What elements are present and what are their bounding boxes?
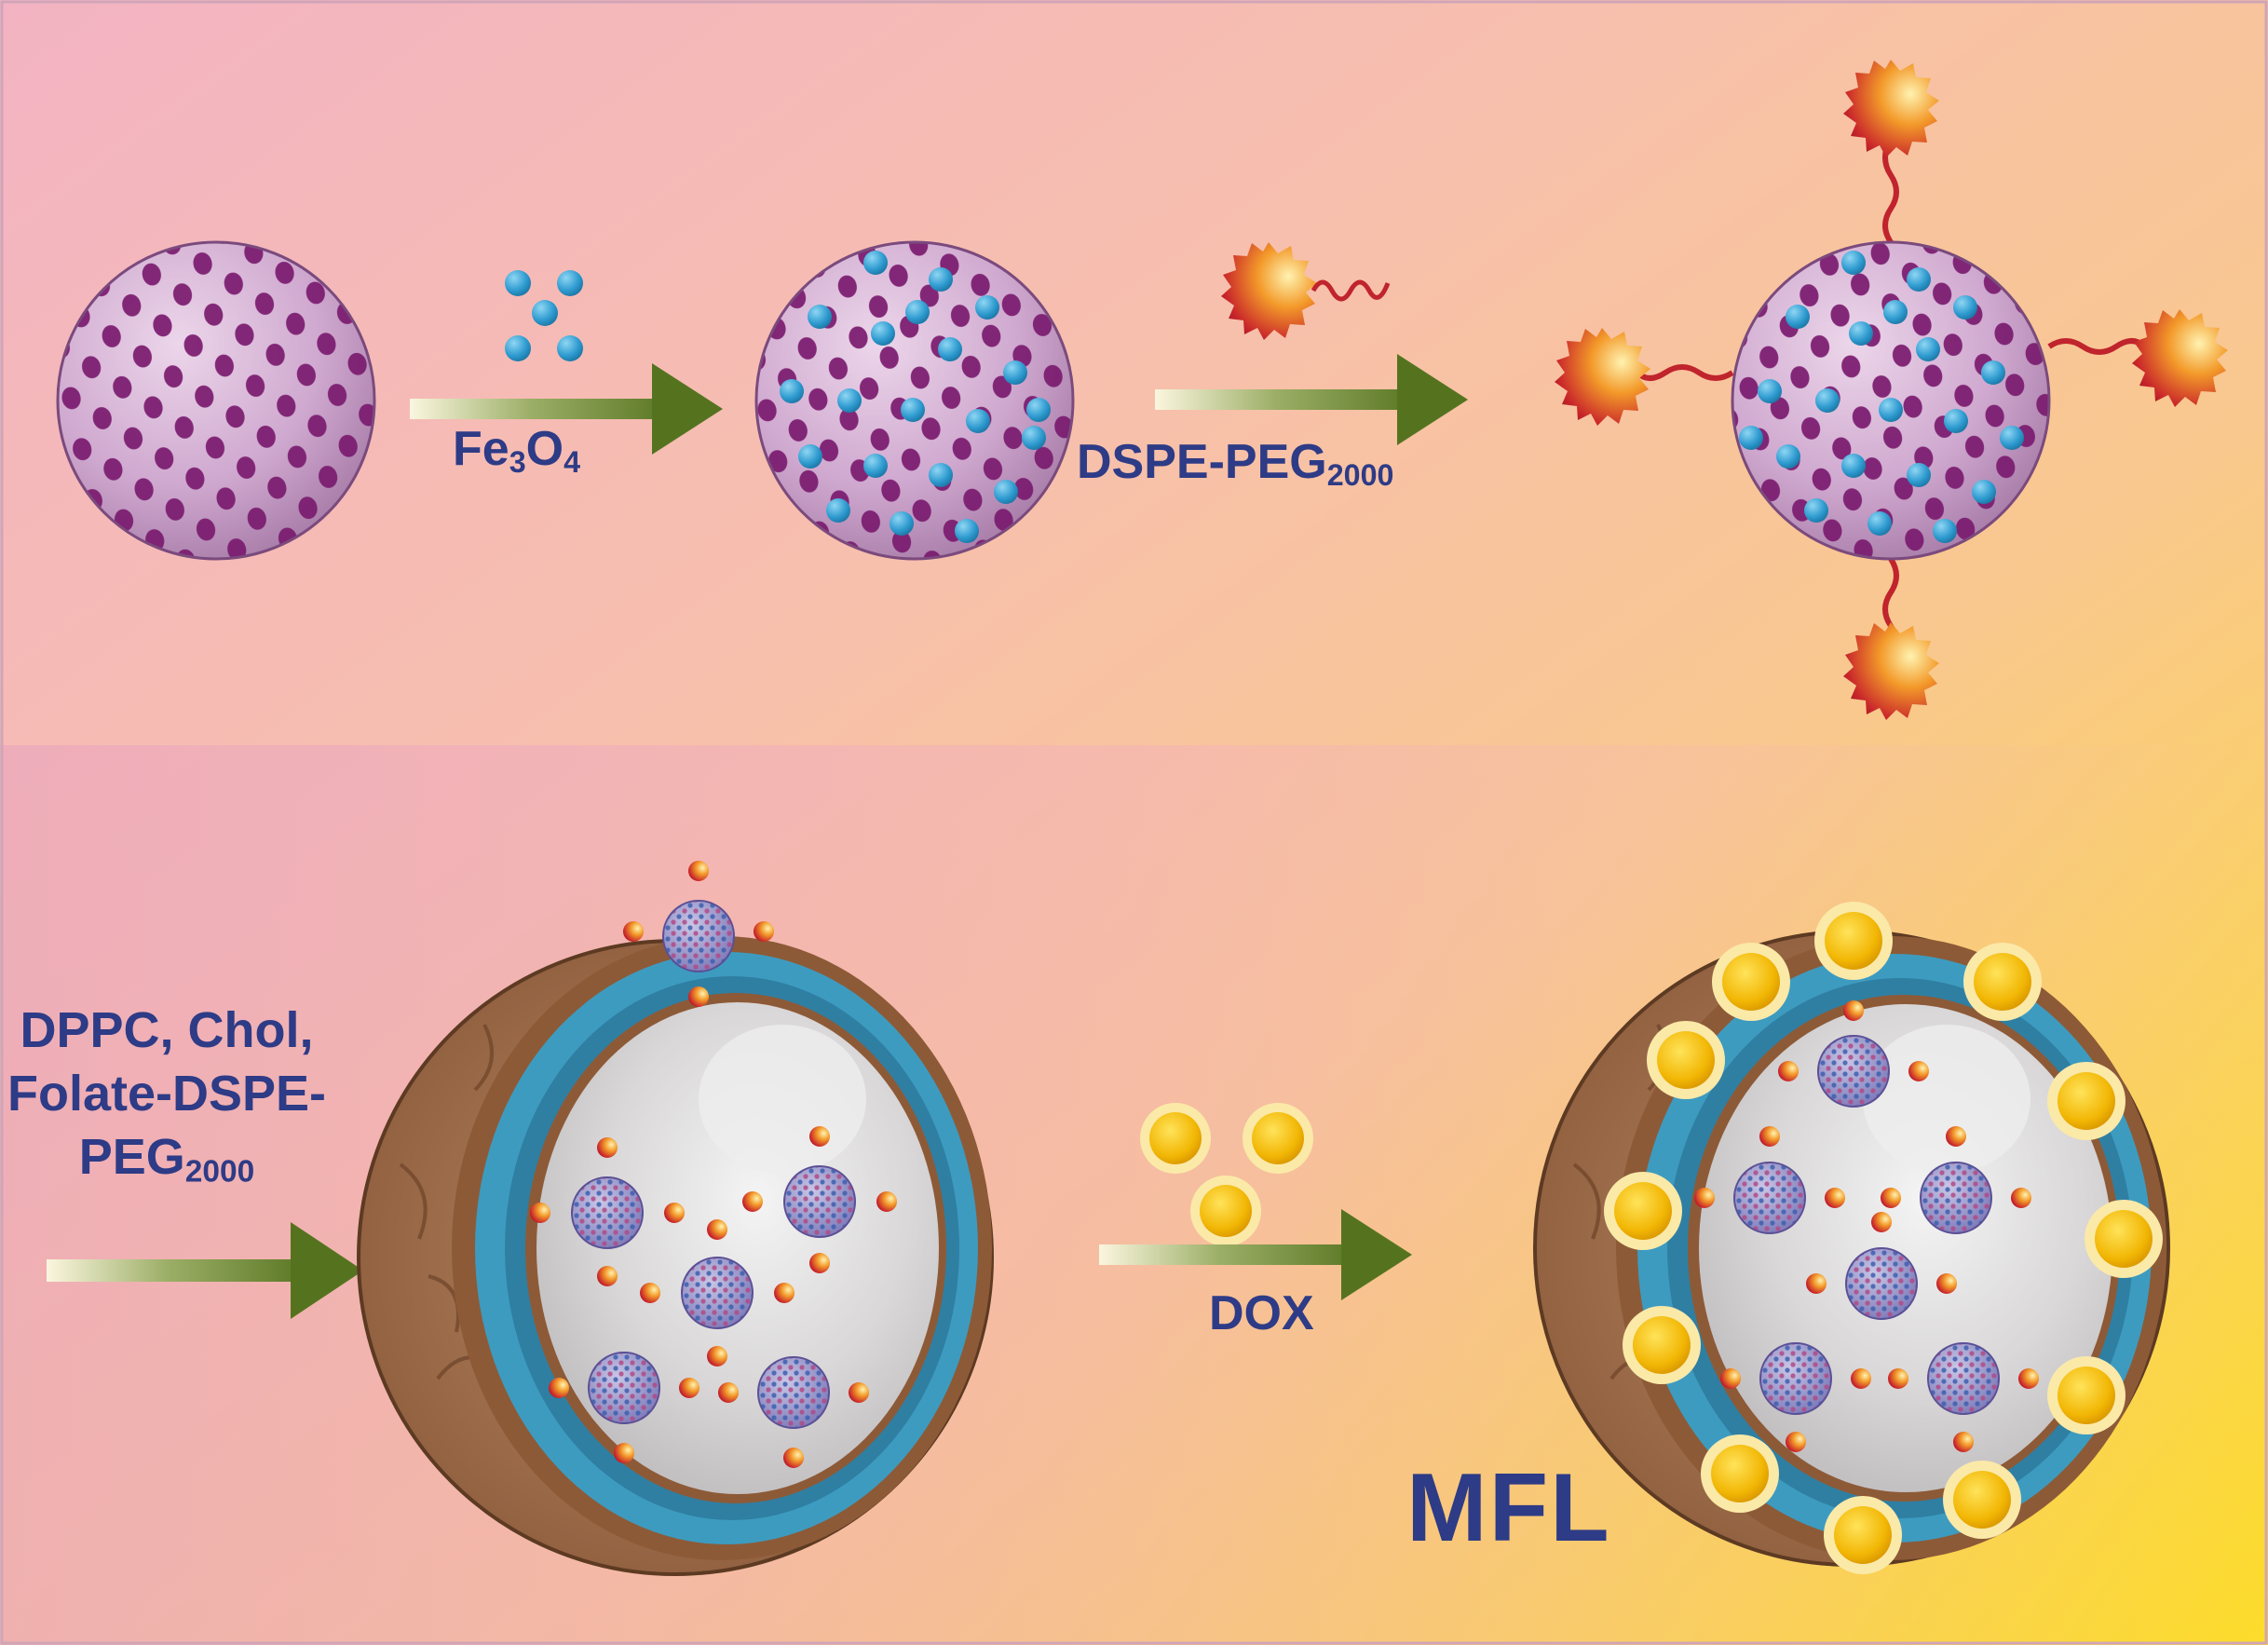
mfl-liposome xyxy=(1533,902,2170,1574)
fe3o4-loaded-sphere xyxy=(754,240,1075,561)
lipid-label-line-1: DPPC, Chol, xyxy=(20,1002,314,1058)
reaction-arrow-2 xyxy=(1155,354,1468,445)
dox-ring xyxy=(1604,902,2163,1574)
lipid-label-line-3: PEG2000 xyxy=(4,1125,330,1203)
lipid-reagents-label: DPPC, Chol,Folate-DSPE-PEG2000 xyxy=(4,999,330,1203)
reaction-arrow-3 xyxy=(47,1222,363,1319)
dspe-peg-label-text: DSPE-PEG xyxy=(1077,435,1327,489)
dox-molecule-icon xyxy=(1140,1103,1313,1246)
reaction-arrow-1 xyxy=(410,363,723,455)
fe3o4-label: Fe3O4 xyxy=(453,421,580,480)
lipid-label-peg: PEG xyxy=(78,1129,185,1185)
lipid-label-line-2: Folate-DSPE- xyxy=(7,1066,327,1122)
fe3o4-label-sub-4: 4 xyxy=(564,445,581,480)
liposome-with-nanoparticles xyxy=(357,861,994,1576)
reaction-arrow-4 xyxy=(1099,1209,1412,1300)
fe3o4-label-o: O xyxy=(525,422,564,476)
fe3o4-nanoparticle-icon xyxy=(505,270,583,361)
dspe-peg-label: DSPE-PEG2000 xyxy=(1077,434,1393,493)
dox-label: DOX xyxy=(1209,1286,1314,1340)
fe3o4-label-sub-3: 3 xyxy=(509,445,526,480)
dspe-peg-label-sub: 2000 xyxy=(1326,458,1394,493)
peg-functionalized-sphere xyxy=(1555,60,2228,720)
folate-peg-icon xyxy=(1221,242,1391,340)
fe3o4-label-fe: Fe xyxy=(453,422,509,476)
mfl-label: MFL xyxy=(1406,1454,1611,1562)
mesoporous-sphere xyxy=(56,240,376,561)
lipid-label-sub: 2000 xyxy=(184,1154,255,1190)
